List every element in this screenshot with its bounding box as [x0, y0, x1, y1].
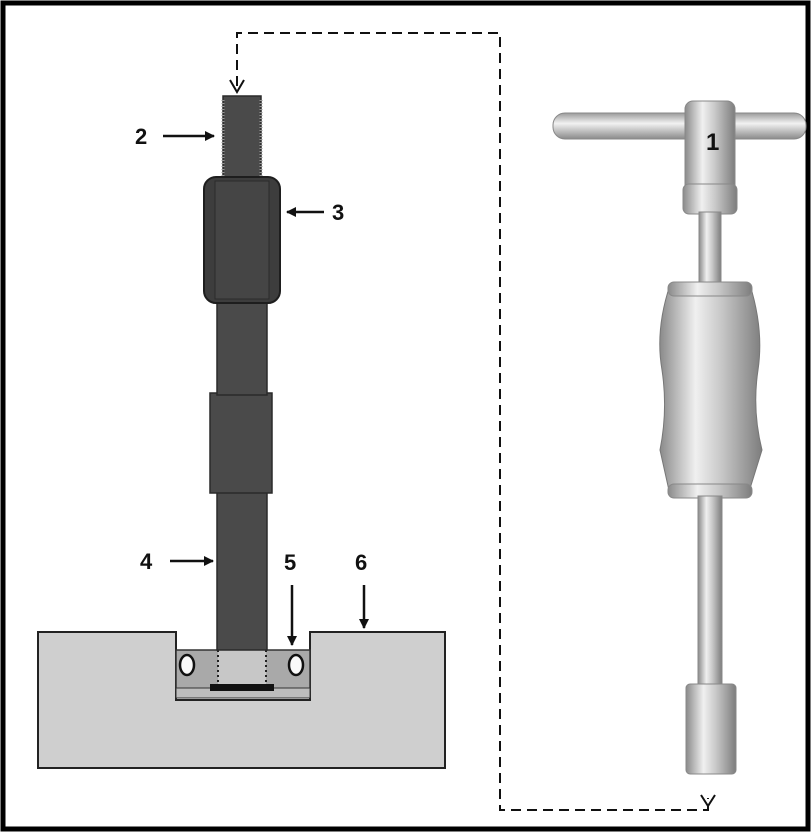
lower-shaft	[697, 495, 723, 689]
label-2: 2	[135, 124, 147, 149]
connector-arrowhead-top	[229, 79, 245, 94]
threaded-stud	[222, 95, 262, 187]
connector-arrowhead-bottom	[700, 794, 716, 808]
t-handle-bar	[552, 112, 807, 140]
insert-hole-left	[178, 653, 196, 677]
dashed-connector-line	[236, 32, 709, 811]
upper-shaft	[698, 211, 722, 293]
label-1: 1	[706, 129, 719, 156]
rod-middle	[216, 299, 268, 396]
label-4: 4	[140, 549, 153, 574]
label-3: 3	[332, 200, 344, 225]
end-socket	[685, 683, 737, 775]
rod-lower	[216, 489, 268, 651]
puller-head-neck	[682, 183, 738, 215]
nut-face	[214, 180, 270, 300]
insert-hole-right	[287, 653, 305, 677]
hammer-top-ring	[667, 281, 753, 297]
slide-hammer-puller	[552, 100, 807, 775]
insert-center	[218, 650, 266, 690]
rod-collar	[209, 392, 273, 494]
hammer-weight	[659, 284, 763, 496]
insert-bottom-bar	[210, 684, 274, 691]
label-5: 5	[284, 550, 296, 575]
label-6: 6	[355, 550, 367, 575]
